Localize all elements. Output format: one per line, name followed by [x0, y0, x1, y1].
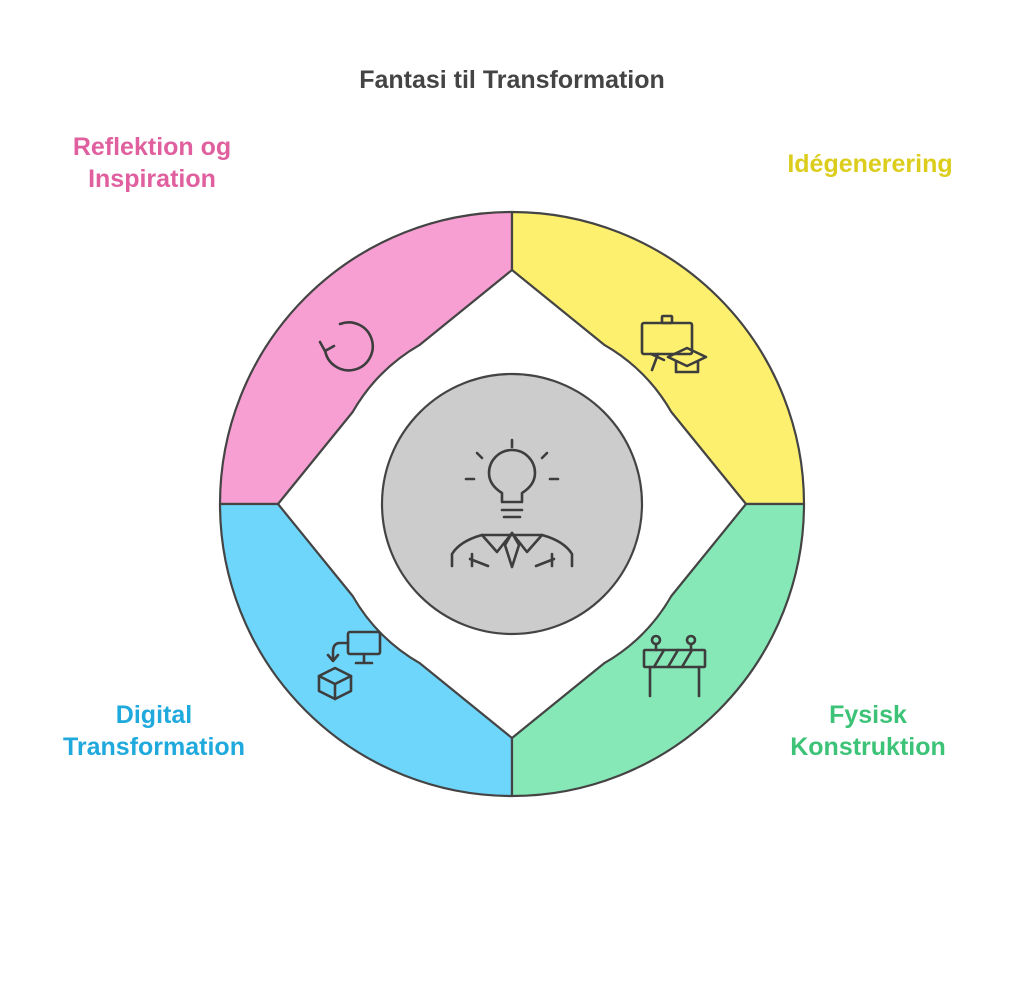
label-digital-transformation: Digital Transformation	[44, 699, 264, 763]
lightbulb-person-icon	[450, 438, 574, 569]
diagram-title: Fantasi til Transformation	[359, 66, 665, 94]
label-line: Inspiration	[88, 165, 216, 193]
segment-digital-transformation	[218, 502, 514, 798]
whiteboard-graduation-icon	[640, 314, 708, 374]
label-line: Idégenerering	[787, 150, 953, 178]
label-fysisk-konstruktion: Fysisk Konstruktion	[758, 699, 978, 763]
construction-barrier-icon	[642, 634, 707, 698]
computer-box-transfer-icon	[317, 630, 382, 701]
label-line: Reflektion og	[72, 133, 232, 161]
label-line: Fysisk	[829, 701, 907, 729]
label-line: Digital	[115, 701, 193, 729]
segment-reflektion-inspiration	[218, 210, 514, 506]
label-line: Transformation	[63, 733, 245, 761]
label-line: Konstruktion	[790, 733, 946, 761]
label-reflektion-inspiration: Reflektion og Inspiration	[42, 131, 262, 195]
label-idegenerering: Idégenerering	[760, 148, 980, 180]
center-circle	[380, 372, 644, 636]
refresh-icon	[318, 321, 374, 372]
